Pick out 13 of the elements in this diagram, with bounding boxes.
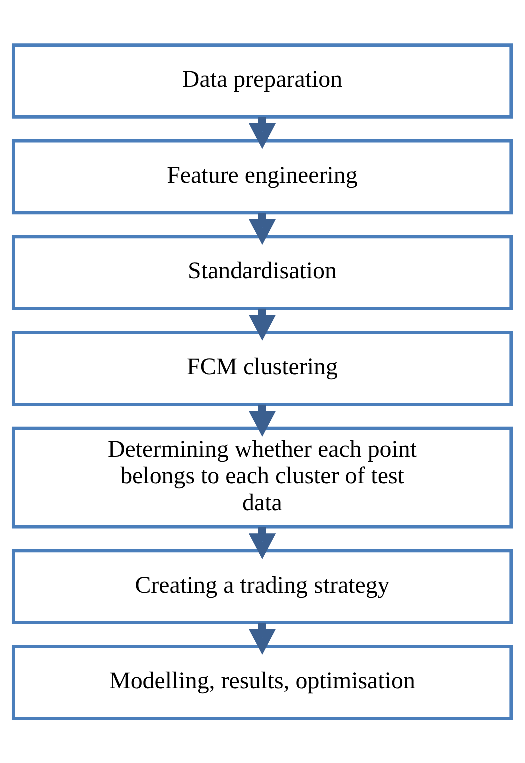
- node-box: FCM clustering: [12, 330, 514, 406]
- node-box: Feature engineering: [12, 138, 514, 214]
- arrow: [248, 116, 276, 149]
- node-box: Creating a trading strategy: [12, 548, 514, 624]
- arrow: [248, 622, 276, 654]
- node-box: Standardisation: [12, 234, 514, 310]
- node-box: Determining whether each point belongs to each cluster of test data: [12, 426, 514, 528]
- arrow: [248, 212, 276, 245]
- node-box: Data preparation: [12, 43, 514, 118]
- node-box: Modelling, results, optimisation: [12, 644, 514, 720]
- arrow: [248, 308, 276, 340]
- arrow: [248, 526, 276, 559]
- arrow: [248, 404, 276, 436]
